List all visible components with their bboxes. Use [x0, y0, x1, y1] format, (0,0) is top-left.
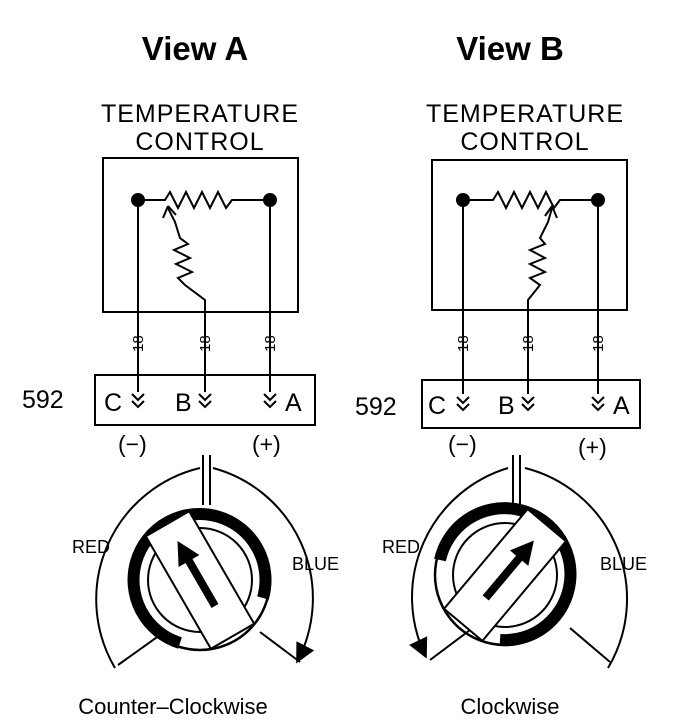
view-b-red-label: RED	[382, 537, 420, 557]
view-b-rotation-arc-left	[409, 467, 509, 659]
view-a-pin-c-chevron	[131, 393, 145, 408]
view-a-knob-band	[127, 507, 272, 649]
view-b-minus: (−)	[448, 431, 477, 457]
view-b-knob	[433, 502, 577, 647]
view-a-rotation-arc-right	[212, 467, 315, 664]
view-a-wire-label-a: 18	[262, 335, 279, 352]
view-a-direction: Counter–Clockwise	[78, 694, 268, 719]
view-b-wiper	[527, 207, 553, 322]
view-a-connector	[94, 374, 316, 426]
view-a: View A TEMPERATURE CONTROL 18 18 18 592 …	[22, 30, 339, 719]
view-b-wire-label-c: 18	[455, 335, 472, 352]
view-b-wire-label-a: 18	[590, 335, 607, 352]
view-b-pin-a: A	[613, 392, 630, 420]
view-a-plus: (+)	[252, 431, 281, 457]
view-b-wire-label-b: 18	[520, 335, 537, 352]
view-b-blue-label: BLUE	[600, 554, 647, 574]
view-b-pin-c-chevron	[456, 396, 470, 411]
view-a-header-line1: TEMPERATURE	[101, 100, 299, 128]
view-a-minus: (−)	[118, 431, 147, 457]
view-a-title: View A	[142, 30, 248, 67]
view-a-knob-arrow	[177, 541, 219, 608]
view-a-wiper	[167, 207, 206, 322]
view-a-control-box	[102, 157, 299, 313]
view-a-pin-b: B	[175, 389, 192, 417]
view-b-header-line2: CONTROL	[460, 128, 589, 156]
view-a-pin-a-chevron	[263, 393, 277, 408]
view-b-control-box	[431, 159, 628, 311]
view-b-rotation-arc-right	[524, 467, 628, 669]
view-b-pin-c: C	[428, 392, 446, 420]
view-a-knob	[127, 507, 272, 652]
view-a-resistor	[138, 189, 270, 211]
view-b-title: View B	[456, 30, 564, 67]
view-a-pin-a: A	[285, 389, 302, 417]
view-b-pin-b: B	[498, 392, 515, 420]
view-a-pin-c: C	[104, 389, 122, 417]
view-a-red-label: RED	[72, 537, 110, 557]
view-b-knob-arrow	[482, 540, 534, 601]
view-b-pin-b-chevron	[521, 396, 535, 411]
view-b-header-line1: TEMPERATURE	[426, 100, 624, 128]
view-a-pin-b-chevron	[198, 393, 212, 408]
view-b-connector-number: 592	[355, 393, 397, 421]
view-a-blue-label: BLUE	[292, 554, 339, 574]
view-b-direction: Clockwise	[460, 694, 559, 719]
view-b-resistor	[463, 189, 598, 211]
view-a-header-line2: CONTROL	[135, 128, 264, 156]
view-b-plus: (+)	[578, 434, 607, 460]
view-a-connector-number: 592	[22, 386, 64, 414]
view-b-pin-a-chevron	[591, 396, 605, 411]
view-b: View B TEMPERATURE CONTROL 18 18 18 592 …	[355, 30, 647, 719]
view-b-connector	[421, 379, 641, 429]
view-a-wire-label-b: 18	[197, 335, 214, 352]
view-a-rotation-arc-left	[95, 467, 201, 669]
view-a-wire-label-c: 18	[130, 335, 147, 352]
